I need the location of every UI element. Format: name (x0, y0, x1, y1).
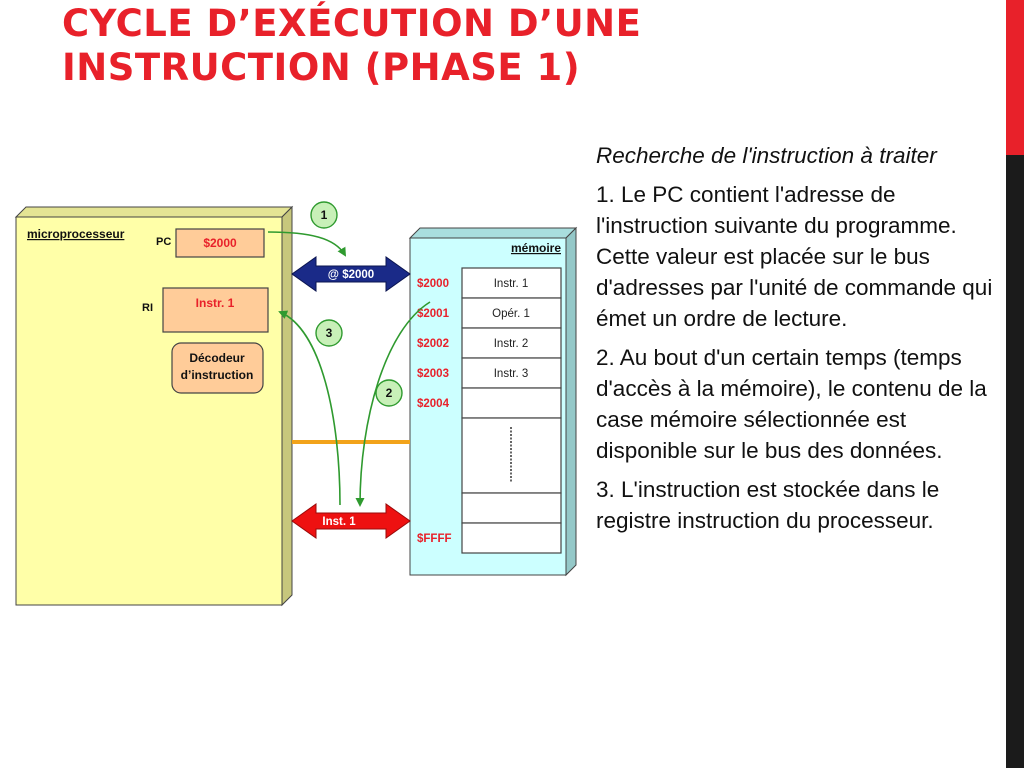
pc-label: PC (156, 236, 171, 248)
cpu-label: microprocesseur (27, 227, 125, 241)
ri-register (162, 287, 269, 333)
diagram-svg: microprocesseur PC $2000 RI Instr. 1 Déc… (14, 201, 578, 607)
memory-cell-value: Instr. 2 (494, 338, 529, 350)
memory-address: $FFFF (417, 533, 452, 545)
title-line-1: CYCLE D’EXÉCUTION D’UNE (62, 2, 642, 45)
memory-cell (461, 357, 562, 389)
step3-text: 3. L'instruction est stockée dans le reg… (596, 477, 940, 533)
step2-text: 2. Au bout d'un certain temps (temps d'a… (596, 345, 987, 463)
decoder-box (171, 342, 264, 394)
memory-addresses: $2000 $2001 $2002 $2003 $2004 $FFFF (417, 278, 452, 545)
memory-cell-contents: Instr. 1 Opér. 1 Instr. 2 Instr. 3 (492, 278, 530, 380)
ri-label: RI (142, 302, 153, 314)
step2-arrow (355, 301, 431, 507)
memory-cell (461, 267, 562, 299)
step3-number: 3 (326, 326, 333, 340)
step1-arrow (267, 231, 347, 257)
data-bus-label: Inst. 1 (322, 516, 356, 528)
memory-cell (461, 492, 562, 524)
decoder-line-2: d’instruction (181, 368, 254, 382)
title-line-2: INSTRUCTION (PHASE 1) (62, 46, 581, 89)
memory-cell (461, 327, 562, 359)
step3-arrow (278, 310, 341, 506)
data-bus-arrow (291, 503, 411, 539)
memory-cell-value: Instr. 3 (494, 368, 529, 380)
cpu-box (14, 205, 294, 607)
step3-badge: 3 (315, 319, 343, 347)
memory-address: $2003 (417, 368, 449, 380)
cycle-diagram: microprocesseur PC $2000 RI Instr. 1 Déc… (0, 190, 590, 620)
edge-accent-bar (1006, 0, 1024, 155)
memory-cell (461, 522, 562, 554)
memory-cell (461, 297, 562, 329)
address-bus-arrow (291, 256, 411, 292)
slide-title: CYCLE D’EXÉCUTION D’UNE INSTRUCTION (PHA… (62, 2, 962, 90)
intro-text: Recherche de l'instruction à traiter (596, 143, 937, 168)
memory-cell-value: Opér. 1 (492, 308, 530, 320)
memory-address: $2004 (417, 398, 450, 410)
step1-text: 1. Le PC contient l'adresse de l'instruc… (596, 182, 993, 331)
step2-number: 2 (386, 386, 393, 400)
memory-cell (461, 387, 562, 419)
step1-number: 1 (321, 208, 328, 222)
memory-cells (461, 267, 562, 554)
ri-value: Instr. 1 (196, 296, 235, 310)
memory-address: $2000 (417, 278, 449, 290)
step2-badge: 2 (375, 379, 403, 407)
memory-address: $2002 (417, 338, 449, 350)
decoder-line-1: Décodeur (189, 351, 245, 365)
memory-address: $2001 (417, 308, 450, 320)
pc-register (175, 228, 265, 258)
memory-label: mémoire (511, 241, 561, 255)
pc-value: $2000 (203, 236, 237, 250)
explanation-text: Recherche de l'instruction à traiter 1. … (596, 140, 996, 544)
step1-badge: 1 (310, 201, 338, 229)
edge-dark-bar (1006, 155, 1024, 768)
address-bus-label: @ $2000 (328, 269, 374, 281)
memory-cell-value: Instr. 1 (494, 278, 529, 290)
